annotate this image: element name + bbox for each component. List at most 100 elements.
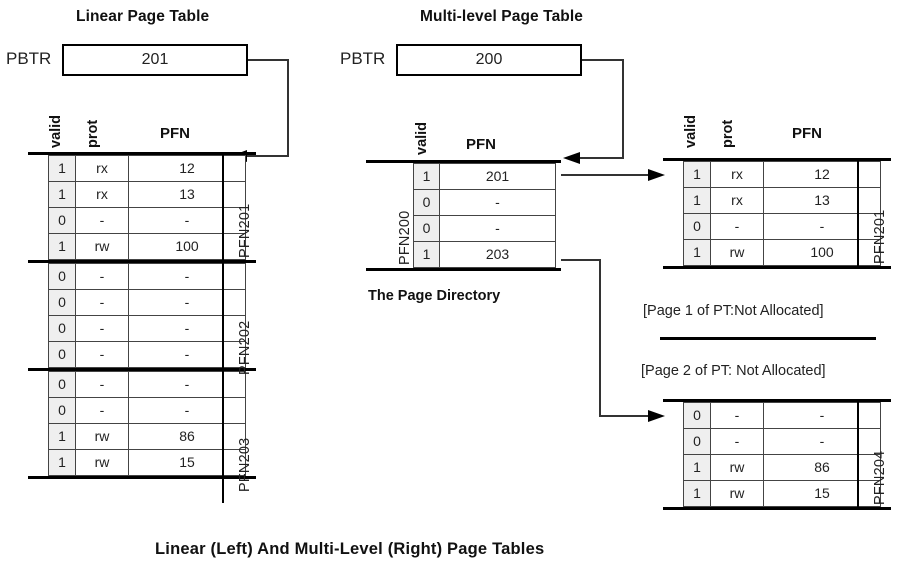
pt0-rule-bottom <box>663 266 891 269</box>
cell-prot: rw <box>710 239 764 266</box>
cell-pfn: 100 <box>128 233 246 260</box>
table-row[interactable]: 0 - - <box>48 371 246 398</box>
table-row[interactable]: 0 - - <box>683 213 881 240</box>
cell-pfn: - <box>128 315 246 342</box>
cell-pfn: 201 <box>439 163 556 190</box>
table-row[interactable]: 1 rw 15 <box>48 449 246 476</box>
table-row[interactable]: 0 - - <box>48 289 246 316</box>
cell-pfn: 100 <box>763 239 881 266</box>
page-directory-caption: The Page Directory <box>368 288 501 304</box>
table-row[interactable]: 0 - - <box>683 428 881 455</box>
linear-group-2: 0 - - 0 - - 1 rw 86 1 rw 15 <box>48 371 246 476</box>
table-row[interactable]: 1 rw 100 <box>683 239 881 266</box>
cell-pfn: - <box>128 397 246 424</box>
multilevel-pbtr-value: 200 <box>475 51 503 68</box>
table-row[interactable]: 0 - <box>413 215 556 242</box>
cell-prot: - <box>710 213 764 240</box>
table-row[interactable]: 0 - - <box>48 397 246 424</box>
cell-valid: 1 <box>683 480 711 507</box>
table-row[interactable]: 1 201 <box>413 163 556 190</box>
cell-pfn: - <box>763 213 881 240</box>
figure-caption: Linear (Left) And Multi-Level (Right) Pa… <box>155 540 545 558</box>
table-row[interactable]: 1 203 <box>413 241 556 268</box>
cell-valid: 0 <box>413 189 440 216</box>
table-row[interactable]: 1 rx 12 <box>48 155 246 182</box>
linear-header-valid: valid <box>48 114 64 148</box>
cell-valid: 1 <box>413 241 440 268</box>
cell-valid: 1 <box>48 423 76 450</box>
table-row[interactable]: 1 rx 13 <box>48 181 246 208</box>
cell-pfn: 12 <box>763 161 881 188</box>
cell-prot: - <box>75 397 129 424</box>
table-row[interactable]: 0 - - <box>48 263 246 290</box>
cell-valid: 1 <box>683 161 711 188</box>
cell-pfn: - <box>128 263 246 290</box>
cell-valid: 1 <box>683 239 711 266</box>
table-row[interactable]: 1 rw 86 <box>683 454 881 481</box>
table-row[interactable]: 0 - - <box>683 402 881 429</box>
linear-page-table-title: Linear Page Table <box>76 8 210 25</box>
table-row[interactable]: 0 - - <box>48 341 246 368</box>
pt1-rule-top <box>663 399 891 402</box>
table-row[interactable]: 0 - - <box>48 315 246 342</box>
multilevel-pbtr-box[interactable]: 200 <box>396 44 582 76</box>
pt0-header-valid: valid <box>683 114 699 148</box>
directory-rule-top <box>366 160 561 163</box>
cell-pfn: 86 <box>128 423 246 450</box>
cell-valid: 0 <box>48 371 76 398</box>
cell-pfn: 13 <box>128 181 246 208</box>
table-row[interactable]: 0 - - <box>48 207 246 234</box>
pt1-right-bar <box>857 399 859 508</box>
cell-valid: 0 <box>48 207 76 234</box>
directory-rule-bottom <box>366 268 561 271</box>
pt0-right-bar <box>857 158 859 267</box>
cell-valid: 0 <box>683 428 711 455</box>
page-table-pfn204: 0 - - 0 - - 1 rw 86 1 rw 15 <box>663 399 891 510</box>
cell-pfn: - <box>763 428 881 455</box>
table-row[interactable]: 1 rw 86 <box>48 423 246 450</box>
cell-prot: - <box>710 402 764 429</box>
cell-prot: - <box>75 289 129 316</box>
table-row[interactable]: 0 - <box>413 189 556 216</box>
cell-valid: 1 <box>683 454 711 481</box>
linear-rule-1 <box>28 260 256 263</box>
cell-prot: rw <box>75 449 129 476</box>
page-directory-table: 1 201 0 - 0 - 1 203 <box>366 160 561 271</box>
cell-valid: 0 <box>683 213 711 240</box>
table-row[interactable]: 1 rw 15 <box>683 480 881 507</box>
cell-valid: 1 <box>48 233 76 260</box>
page-table-pfn201: 1 rx 12 1 rx 13 0 - - 1 rw 100 <box>663 158 891 269</box>
pt0-rows: 1 rx 12 1 rx 13 0 - - 1 rw 100 <box>683 161 881 266</box>
cell-valid: 0 <box>413 215 440 242</box>
cell-valid: 0 <box>48 315 76 342</box>
directory-header-valid: valid <box>414 121 430 155</box>
cell-valid: 1 <box>48 155 76 182</box>
cell-valid: 1 <box>48 449 76 476</box>
cell-pfn: - <box>128 207 246 234</box>
pt-note-divider <box>660 337 876 340</box>
linear-pbtr-box[interactable]: 201 <box>62 44 248 76</box>
cell-prot: - <box>75 207 129 234</box>
table-row[interactable]: 1 rx 13 <box>683 187 881 214</box>
cell-valid: 0 <box>48 397 76 424</box>
linear-rule-2 <box>28 368 256 371</box>
cell-pfn: 15 <box>128 449 246 476</box>
cell-valid: 1 <box>413 163 440 190</box>
linear-page-table: 1 rx 12 1 rx 13 0 - - 1 rw 100 0 - - 0 - <box>28 152 256 479</box>
cell-prot: rx <box>75 155 129 182</box>
cell-pfn: - <box>763 402 881 429</box>
cell-prot: - <box>75 315 129 342</box>
multilevel-page-table-title: Multi-level Page Table <box>420 8 583 25</box>
cell-prot: rw <box>710 480 764 507</box>
pt1-rows: 0 - - 0 - - 1 rw 86 1 rw 15 <box>683 402 881 507</box>
cell-pfn: - <box>128 289 246 316</box>
cell-prot: rw <box>75 423 129 450</box>
cell-valid: 0 <box>48 289 76 316</box>
pt-note-1: [Page 2 of PT: Not Allocated] <box>641 363 826 379</box>
cell-prot: - <box>75 371 129 398</box>
table-row[interactable]: 1 rw 100 <box>48 233 246 260</box>
table-row[interactable]: 1 rx 12 <box>683 161 881 188</box>
cell-pfn: - <box>128 371 246 398</box>
directory-rows: 1 201 0 - 0 - 1 203 <box>413 163 556 268</box>
cell-prot: - <box>75 341 129 368</box>
